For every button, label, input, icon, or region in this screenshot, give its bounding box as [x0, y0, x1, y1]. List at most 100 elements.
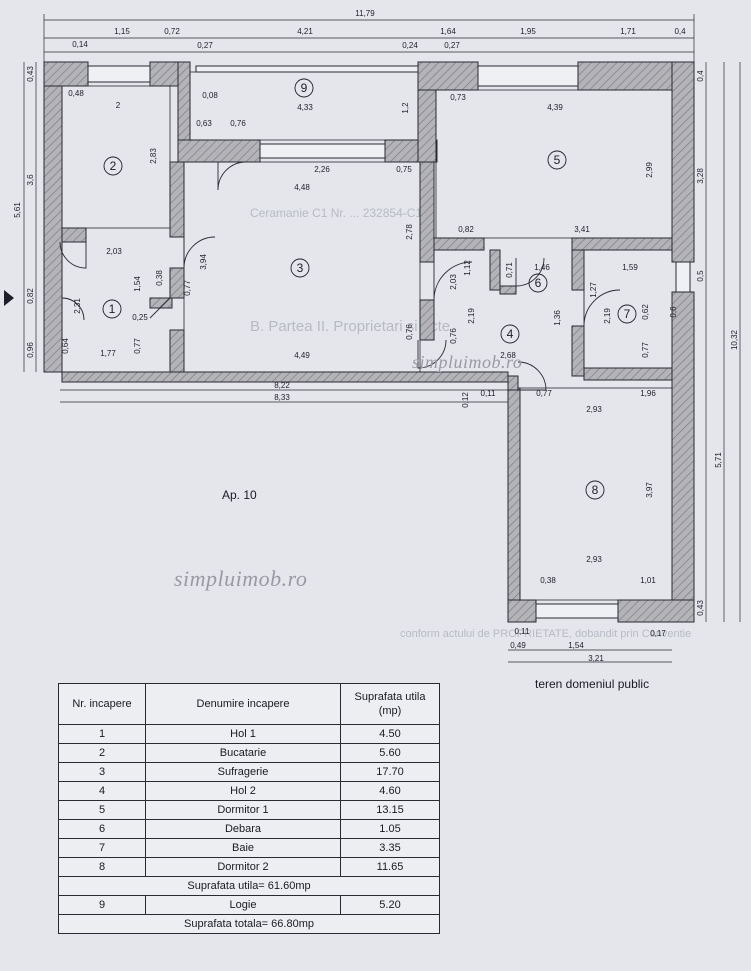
- background-line: conform actului de PROPRIETATE, dobandit…: [400, 628, 692, 640]
- doors: [59, 161, 621, 391]
- subtotal-cell: Suprafata utila= 61.60mp: [58, 876, 440, 896]
- dim-label: 0,49: [510, 641, 526, 650]
- cell: 4.50: [340, 724, 440, 744]
- dim-label: 0,11: [481, 389, 497, 398]
- dim-label: 3,6: [26, 174, 35, 186]
- cell: 13.15: [340, 800, 440, 820]
- dim-label: 0,82: [458, 225, 474, 234]
- area-table: Nr. incapere Denumire incapere Suprafata…: [58, 683, 440, 934]
- room-number: 5: [554, 153, 561, 167]
- dim-label: 0,24: [402, 41, 418, 50]
- dim-label: 0,27: [197, 41, 213, 50]
- dim-label: 0,38: [155, 270, 164, 286]
- dim-label: 0,4: [674, 27, 686, 36]
- dim-label: 0,43: [26, 66, 35, 82]
- entrance-arrow-icon: [4, 290, 14, 306]
- dim-label: 3,41: [574, 225, 590, 234]
- cell: 11.65: [340, 857, 440, 877]
- background-heading: B. Partea II. Proprietari si acte: [250, 318, 451, 335]
- dim-label: 2,19: [467, 308, 476, 324]
- dim-label: 0,17: [650, 629, 666, 638]
- cell: Debara: [145, 819, 341, 839]
- dim-label: 0,12: [461, 392, 470, 408]
- dim-label: 0,25: [132, 313, 148, 322]
- cell: 5.60: [340, 743, 440, 763]
- room-number: 8: [592, 483, 599, 497]
- column-header: Denumire incapere: [145, 683, 341, 725]
- cell: 7: [58, 838, 146, 858]
- dim-label: 0,38: [540, 576, 556, 585]
- cell: Hol 1: [145, 724, 341, 744]
- column-header: Nr. incapere: [58, 683, 146, 725]
- subtotal-row: Suprafata utila= 61.60mp: [58, 876, 440, 896]
- dim-label: 0,43: [696, 600, 705, 616]
- watermark: simpluimob.ro: [412, 352, 523, 372]
- dims-top-row: 0,14 1,15 0,72 4,21 1,64 1,95 1,71 0,4 0…: [72, 27, 686, 50]
- dim-label: 1,54: [568, 641, 584, 650]
- dim-label: 0,6: [669, 306, 678, 318]
- room-numbers: 2 3 4 5 6 7 8 9 1: [109, 81, 631, 497]
- dim-label: 0,96: [26, 342, 35, 358]
- dim-label: 2,31: [73, 298, 82, 314]
- dim-label: 0,76: [230, 119, 246, 128]
- cell: 6: [58, 819, 146, 839]
- room-number: 2: [110, 159, 117, 173]
- dim-label: 4,48: [294, 183, 310, 192]
- windows: [87, 65, 691, 619]
- dim-label: 0,75: [396, 165, 412, 174]
- dim-label: 1,59: [622, 263, 638, 272]
- dim-label: 1,71: [620, 27, 636, 36]
- cell: Sufragerie: [145, 762, 341, 782]
- room-number: 6: [535, 276, 542, 290]
- cell: 4: [58, 781, 146, 801]
- dim-label: 0,63: [196, 119, 212, 128]
- cell: 4.60: [340, 781, 440, 801]
- dim-label: 1,01: [640, 576, 656, 585]
- table-header-row: Nr. incapere Denumire incapere Suprafata…: [58, 683, 440, 725]
- cell: 1: [58, 724, 146, 744]
- cell: 1.05: [340, 819, 440, 839]
- dim-label: 1,95: [520, 27, 536, 36]
- cell: 3.35: [340, 838, 440, 858]
- dim-label: 3,94: [199, 254, 208, 270]
- dimension-lines: [23, 14, 741, 663]
- cell: 17.70: [340, 762, 440, 782]
- dim-label: 0,27: [444, 41, 460, 50]
- dim-label: 0,76: [405, 324, 414, 340]
- dim-label: 4,33: [297, 103, 313, 112]
- dim-label: 0,82: [26, 288, 35, 304]
- dim-label: 2: [116, 101, 121, 110]
- dim-label: 2,83: [149, 148, 158, 164]
- dim-label: 0,76: [449, 328, 458, 344]
- total-row: Suprafata totala= 66.80mp: [58, 914, 440, 934]
- cell: Bucatarie: [145, 743, 341, 763]
- dim-label: 1,27: [589, 282, 598, 298]
- floor-plan: 11,79 0,14 1,15 0,72 4,21 1,64 1,95 1,71…: [4, 9, 741, 663]
- dim-label: 2,26: [314, 165, 330, 174]
- dim-label: 1,96: [640, 389, 656, 398]
- cell: 9: [58, 895, 146, 915]
- dim-label: 3,28: [696, 168, 705, 184]
- dim-label: 8,33: [274, 393, 290, 402]
- dim-label: 0,62: [641, 304, 650, 320]
- dim-label: 2,93: [586, 555, 602, 564]
- dim-label: 0,48: [68, 89, 84, 98]
- dim-label: 5,71: [714, 452, 723, 468]
- column-header: Suprafata utila (mp): [340, 683, 440, 725]
- dim-label: 10,32: [730, 329, 739, 350]
- room-number: 1: [109, 302, 116, 316]
- dim-label: 0,11: [515, 627, 531, 636]
- dim-label: 0,5: [696, 270, 705, 282]
- dim-label: 1,36: [553, 310, 562, 326]
- cell: Baie: [145, 838, 341, 858]
- cell: Hol 2: [145, 781, 341, 801]
- cell: 3: [58, 762, 146, 782]
- dim-label: 0,72: [164, 27, 180, 36]
- dim-label: 1,2: [401, 102, 410, 114]
- cell: Logie: [145, 895, 341, 915]
